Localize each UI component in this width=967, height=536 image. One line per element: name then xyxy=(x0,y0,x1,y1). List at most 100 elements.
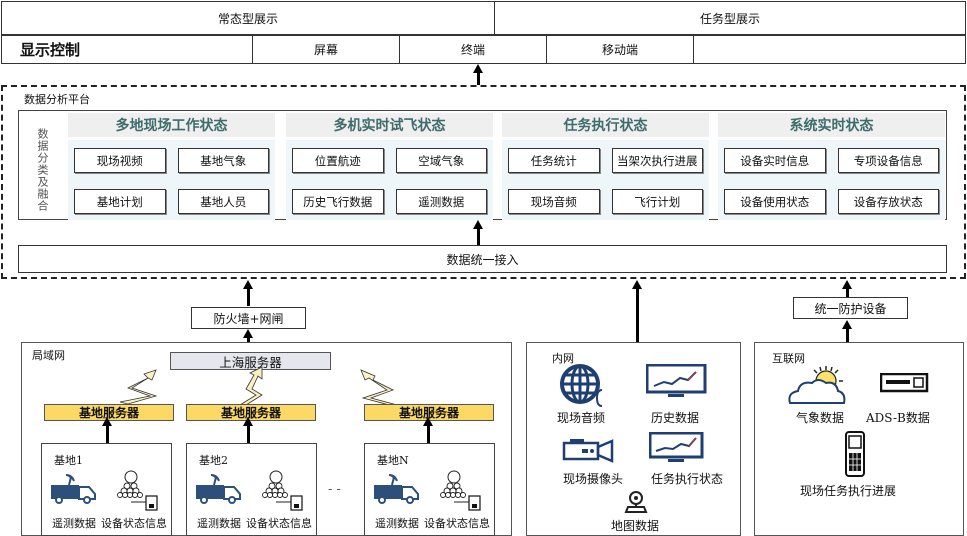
unified-access-box: 数据统一接入 xyxy=(18,245,947,273)
arrow-up-icon xyxy=(243,417,253,443)
telemetry-truck-icon xyxy=(51,474,96,504)
category-item-label: 历史飞行数据 xyxy=(303,194,373,209)
terminal-terminal-label: 终端 xyxy=(460,43,485,57)
category-item: 基地气象 xyxy=(177,148,269,173)
intranet-item-map: 地图数据 xyxy=(611,519,660,533)
category-item: 设备实时信息 xyxy=(724,148,826,173)
category-header: 多机实时试飞状态 xyxy=(286,113,493,137)
category-item: 当架次执行进展 xyxy=(611,148,703,173)
category-item-label: 专项设备信息 xyxy=(853,153,923,168)
category-item: 基地人员 xyxy=(177,189,269,214)
intranet-title: 内网 xyxy=(552,352,574,365)
lan-title: 局域网 xyxy=(32,349,65,362)
base-name: 基地1 xyxy=(54,454,83,467)
base-server-1: 基地服务器 xyxy=(44,404,174,421)
category-item: 遥测数据 xyxy=(395,189,487,214)
normal-display-box: 常态型展示 xyxy=(1,1,495,35)
category-item-label: 设备存放状态 xyxy=(853,194,923,209)
base-site xyxy=(186,443,317,536)
monitor-chart-icon xyxy=(646,364,707,397)
platform-title: 数据分析平台 xyxy=(24,93,90,106)
device-network-icon xyxy=(440,470,481,511)
shanghai-server-label: 上海服务器 xyxy=(219,354,282,370)
category-header: 多地现场工作状态 xyxy=(68,113,275,137)
arrow-up-icon xyxy=(423,417,433,443)
internet-container xyxy=(754,342,964,536)
shanghai-server: 上海服务器 xyxy=(170,352,331,370)
adsb-receiver-icon xyxy=(880,373,929,393)
arrow-up-icon xyxy=(473,64,483,85)
arrow-up-icon xyxy=(842,280,852,297)
device-status-label: 设备状态信息 xyxy=(424,517,490,530)
category-item-label: 遥测数据 xyxy=(418,194,465,209)
arrow-up-icon xyxy=(473,220,483,245)
unified-protection-box: 统一防护设备 xyxy=(793,297,908,319)
firewall-gateway-box: 防火墙+网闸 xyxy=(191,307,306,329)
category-item-label: 空域气象 xyxy=(418,153,465,168)
category-item-label: 基地气象 xyxy=(200,153,247,168)
intranet-item-task-status: 任务执行状态 xyxy=(651,472,724,486)
category-title: 系统实时状态 xyxy=(789,118,874,134)
category-item: 设备使用状态 xyxy=(724,189,826,214)
terminal-terminal: 终端 xyxy=(399,35,547,64)
intranet-item-camera: 现场摄像头 xyxy=(563,472,624,486)
internet-item-task-progress: 现场任务执行进展 xyxy=(800,484,897,498)
unified-protection-label: 统一防护设备 xyxy=(814,301,887,316)
wireless-link-icon xyxy=(119,369,158,405)
device-status-label: 设备状态信息 xyxy=(246,517,312,530)
internet-item-adsb: ADS-B数据 xyxy=(866,411,930,425)
category-item: 现场视频 xyxy=(74,148,166,173)
category-item-label: 基地计划 xyxy=(96,194,143,209)
weather-sun-cloud-icon xyxy=(788,366,846,404)
terminal-mobile-label: 移动端 xyxy=(601,43,638,57)
arrow-up-icon xyxy=(632,280,642,342)
category-title: 多机实时试飞状态 xyxy=(333,118,446,134)
category-header: 任务执行状态 xyxy=(502,113,709,137)
category-item: 基地计划 xyxy=(74,189,166,214)
category-item-label: 基地人员 xyxy=(200,194,247,209)
task-display-label: 任务型展示 xyxy=(699,11,760,26)
category-item-label: 现场视频 xyxy=(96,153,143,168)
category-title: 多地现场工作状态 xyxy=(115,118,228,134)
data-analysis-platform xyxy=(1,85,966,279)
terminal-screen: 屏幕 xyxy=(252,35,400,64)
category-item: 空域气象 xyxy=(395,148,487,173)
category-item-label: 位置航迹 xyxy=(314,153,361,168)
arrow-up-icon xyxy=(842,320,852,342)
telemetry-label: 遥测数据 xyxy=(197,517,241,530)
device-network-icon xyxy=(117,470,158,511)
base-server-label: 基地服务器 xyxy=(398,406,459,420)
unified-access-label: 数据统一接入 xyxy=(446,252,519,267)
category-header: 系统实时状态 xyxy=(718,113,945,137)
ellipsis: - - xyxy=(328,482,341,497)
display-control-title: 显示控制 xyxy=(1,35,253,64)
category-item: 现场音频 xyxy=(508,189,600,214)
mobile-phone-icon xyxy=(845,431,865,477)
category-item: 任务统计 xyxy=(508,148,600,173)
category-item: 历史飞行数据 xyxy=(292,189,384,214)
base-name: 基地2 xyxy=(199,454,228,467)
base-name: 基地N xyxy=(377,454,409,467)
category-item-label: 飞行计划 xyxy=(634,194,681,209)
intranet-item-history: 历史数据 xyxy=(651,411,700,425)
terminal-mobile: 移动端 xyxy=(546,35,694,64)
firewall-gateway-label: 防火墙+网闸 xyxy=(213,311,284,326)
category-item-label: 当架次执行进展 xyxy=(617,153,698,168)
category-item: 设备存放状态 xyxy=(837,189,939,214)
internet-item-weather: 气象数据 xyxy=(796,411,845,425)
monitor-chart-icon xyxy=(649,432,704,462)
telemetry-label: 遥测数据 xyxy=(375,517,419,530)
category-item-label: 设备使用状态 xyxy=(740,194,810,209)
category-item-label: 设备实时信息 xyxy=(740,153,810,168)
terminal-screen-label: 屏幕 xyxy=(313,43,338,57)
display-control-label: 显示控制 xyxy=(20,41,81,59)
category-item-label: 现场音频 xyxy=(530,194,577,209)
category-item-label: 任务统计 xyxy=(530,153,577,168)
internet-title: 互联网 xyxy=(772,352,805,365)
wireless-link-icon xyxy=(360,369,402,407)
device-status-label: 设备状态信息 xyxy=(101,517,167,530)
map-pin-icon xyxy=(624,491,648,513)
telemetry-label: 遥测数据 xyxy=(52,517,96,530)
base-server-label: 基地服务器 xyxy=(220,406,281,420)
task-display-box: 任务型展示 xyxy=(494,1,966,35)
